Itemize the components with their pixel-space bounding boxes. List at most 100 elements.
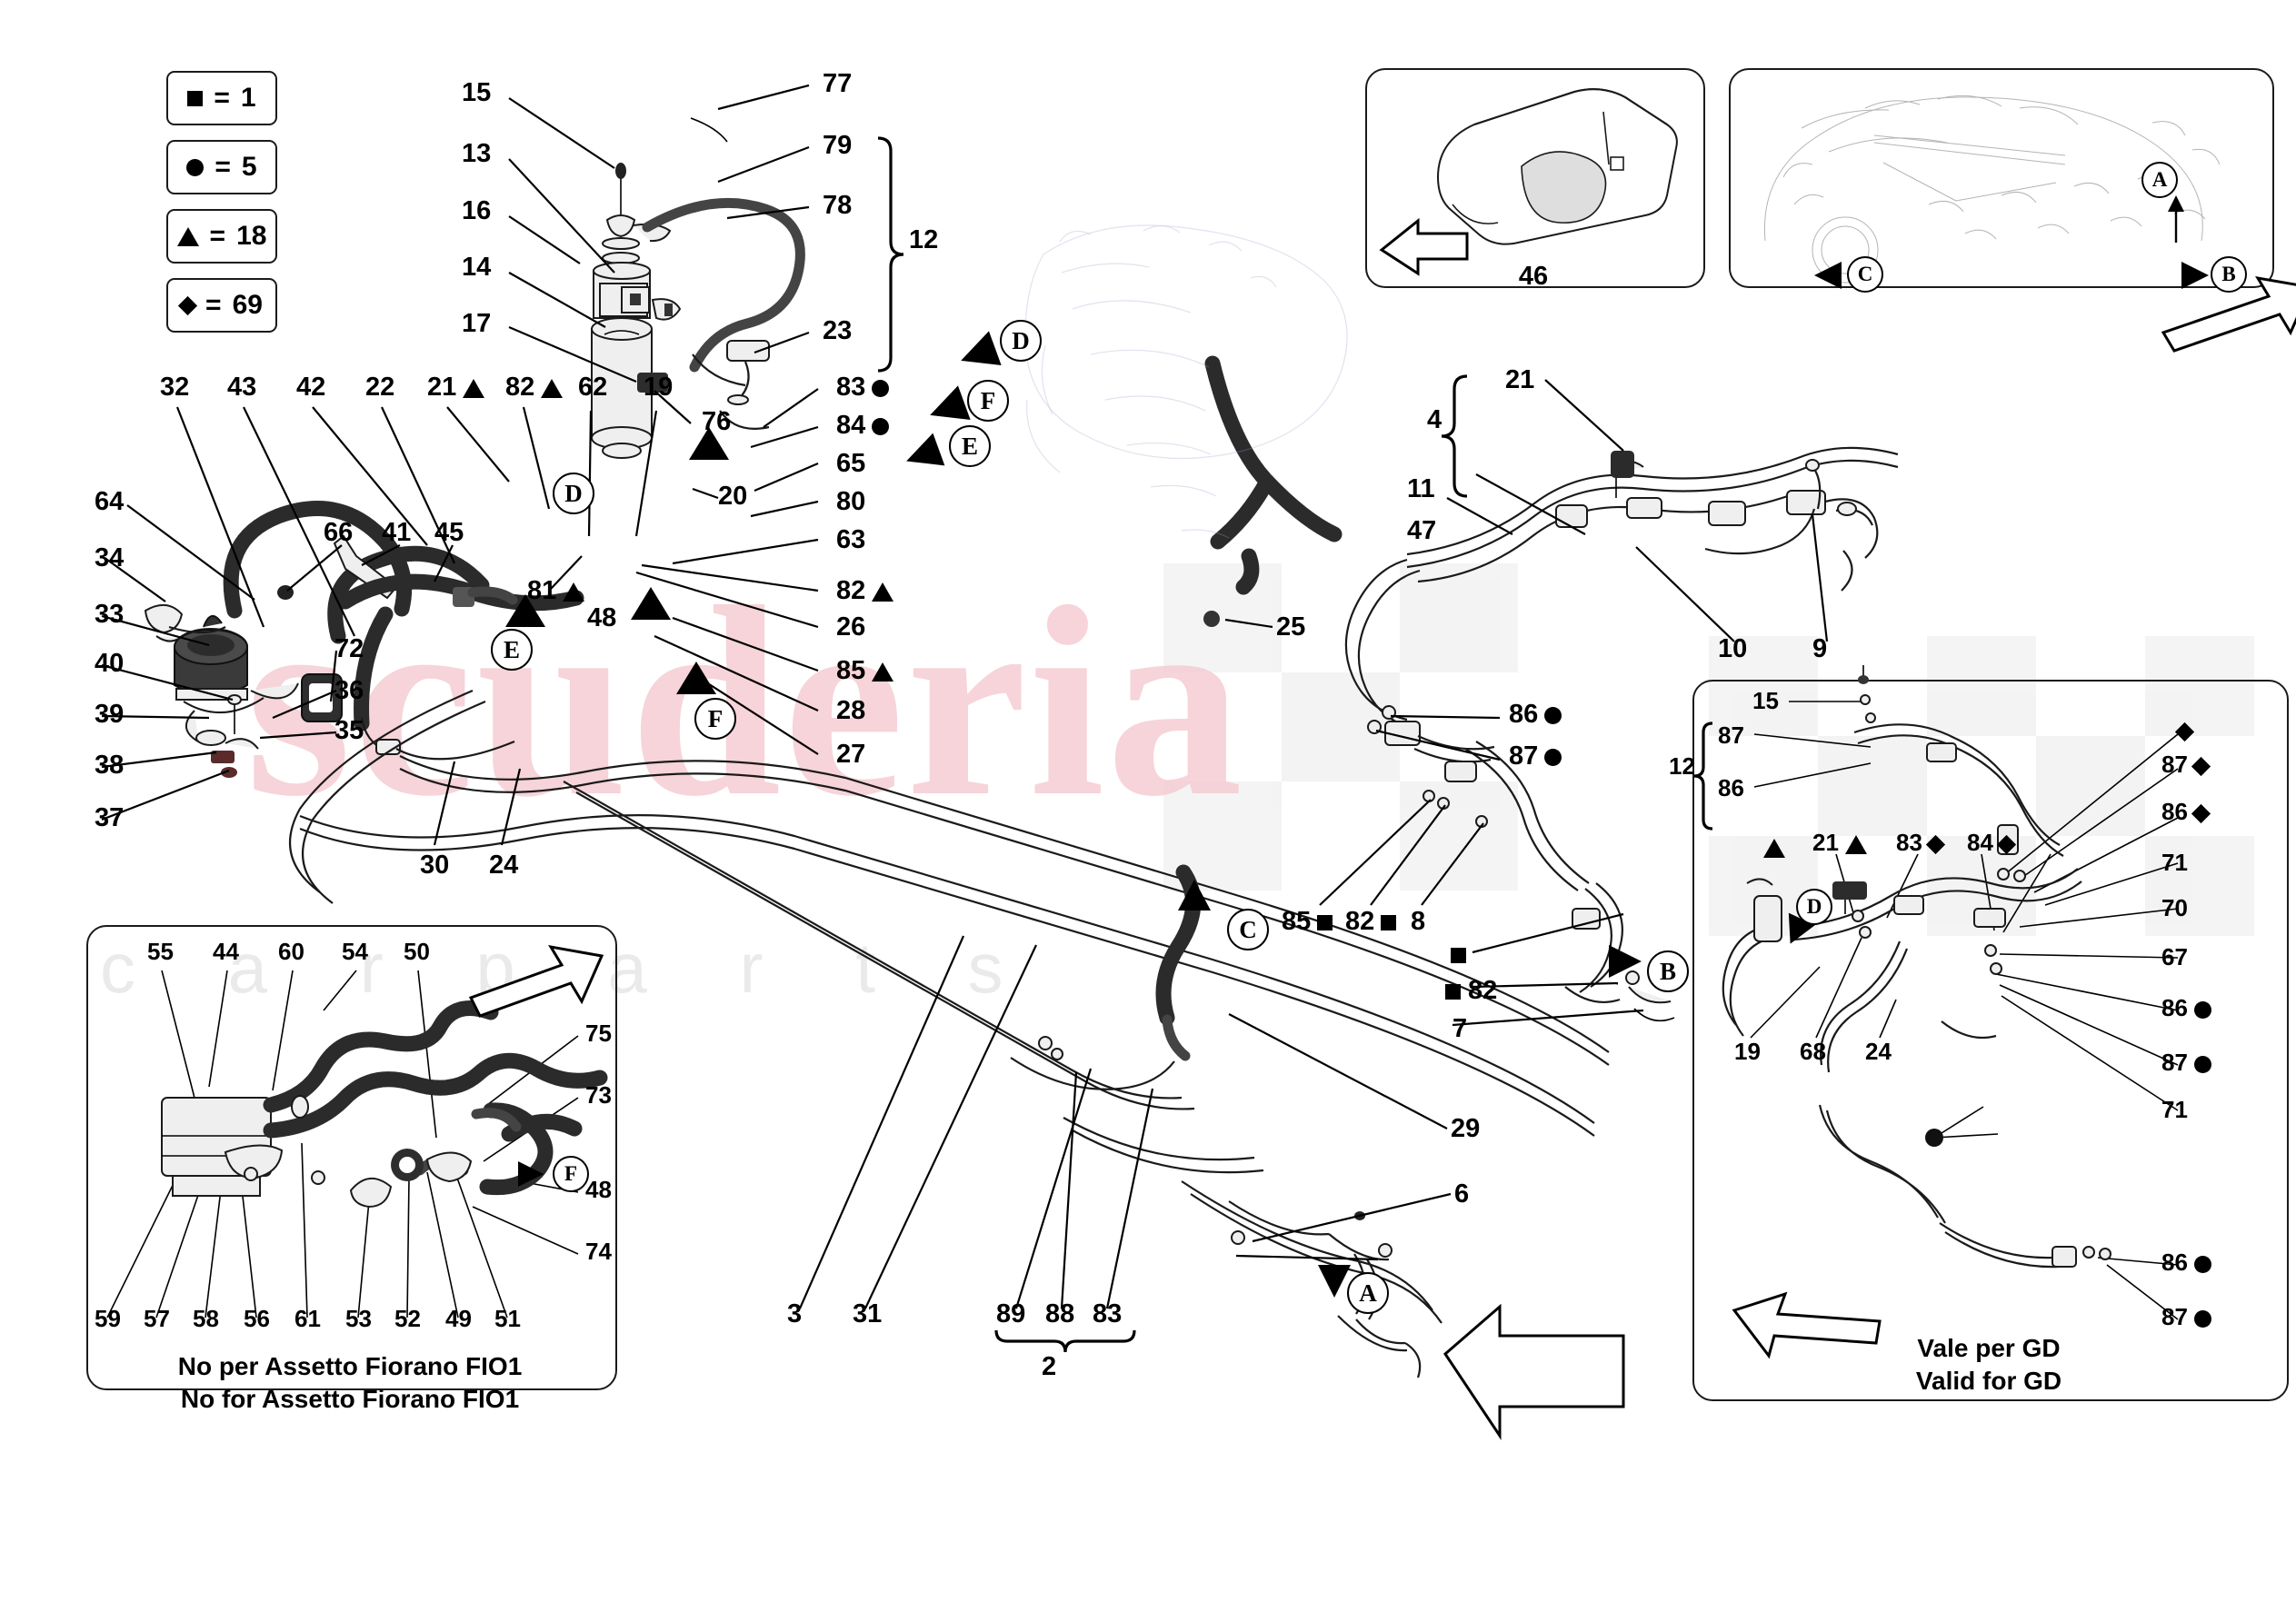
callout-7: 7 — [1452, 1014, 1468, 1043]
circle-marker — [2193, 1309, 2211, 1328]
callout-48: 48 — [587, 603, 617, 632]
gd-callout-86-circle-lower: 86 — [2161, 1250, 2211, 1274]
callout-82-square: 82 — [1345, 909, 1397, 935]
diamond-marker — [2191, 756, 2211, 776]
view-arrow-triangle-E — [505, 594, 545, 627]
circled-letter-B-inset: B — [2211, 256, 2247, 293]
triangle-marker — [563, 582, 585, 602]
view-arrow-triangle-81 — [631, 587, 671, 620]
diamond-marker — [1996, 834, 2017, 854]
callout-3: 3 — [787, 1299, 803, 1328]
gd-callout-87-circle-lower: 87 — [2161, 1305, 2211, 1328]
orientation-block-arrow-engine — [2161, 275, 2296, 353]
callout-66: 66 — [324, 518, 354, 547]
circle-marker — [1544, 748, 1562, 766]
callout-11: 11 — [1407, 474, 1435, 503]
callout-24: 24 — [489, 851, 519, 880]
callout-6: 6 — [1454, 1179, 1470, 1209]
circle-marker — [2193, 1055, 2211, 1073]
triangle-marker — [463, 378, 485, 398]
circled-letter-B-main: B — [1647, 950, 1689, 992]
gd-callout-21-triangle: 21 — [1812, 831, 1867, 854]
legend-equals: = — [215, 152, 231, 182]
fiorano-callout-48: 48 — [585, 1176, 612, 1203]
callout-88: 88 — [1045, 1299, 1075, 1328]
callout-19: 19 — [644, 373, 674, 402]
callout-43: 43 — [227, 373, 257, 402]
legend-value: 18 — [236, 221, 267, 251]
callout-36: 36 — [334, 676, 364, 705]
inset-panel-gd — [1692, 680, 2289, 1401]
fiorano-callout-52: 52 — [394, 1305, 421, 1332]
drier-assembly-art — [591, 117, 805, 459]
gd-callout-71-second: 71 — [2161, 1096, 2188, 1123]
circle-marker — [2193, 1000, 2211, 1019]
legend-value: 69 — [232, 290, 263, 320]
gd-callout-86: 86 — [1718, 774, 1744, 801]
triangle-marker — [541, 378, 564, 398]
legend-value: 5 — [241, 152, 257, 182]
fiorano-caption-it: No per Assetto Fiorano FIO1 — [177, 1352, 523, 1380]
gd-callout-67: 67 — [2161, 943, 2188, 970]
circled-letter-A-inset: A — [2141, 162, 2178, 198]
triangle-marker — [872, 582, 894, 602]
triangle-marker — [176, 226, 199, 246]
circle-marker — [872, 417, 890, 435]
gd-callout-19: 19 — [1734, 1038, 1761, 1065]
legend-equals: = — [209, 221, 226, 251]
callout-30: 30 — [420, 851, 450, 880]
circled-letter-D-main: D — [1000, 320, 1042, 362]
circled-letter-E-main: E — [949, 425, 991, 467]
callout-82-triangle-right: 82 — [836, 578, 894, 604]
circled-letter-D-left: D — [553, 473, 594, 514]
legend: = 1 = 5 = 18 = 69 — [166, 71, 277, 347]
bracket-label-12: 12 — [909, 225, 939, 254]
cover-artwork — [1379, 88, 1678, 276]
callout-82-triangle-top: 82 — [505, 374, 564, 401]
orientation-block-arrow-fiorano — [468, 944, 604, 1018]
gd-callout-86-diamond: 86 — [2161, 800, 2211, 823]
legend-row-triangle: = 18 — [166, 209, 277, 264]
callout-17: 17 — [462, 309, 492, 338]
callout-47: 47 — [1407, 516, 1437, 545]
diamond-marker — [1925, 834, 1946, 854]
callout-38: 38 — [95, 751, 125, 780]
watermark-scuderia: scuderia — [245, 551, 1245, 852]
callout-28: 28 — [836, 696, 866, 725]
callout-31: 31 — [853, 1299, 883, 1328]
callout-14: 14 — [462, 253, 492, 282]
legend-row-diamond: = 69 — [166, 278, 277, 333]
gd-callout-87-circle: 87 — [2161, 1050, 2211, 1074]
gd-caption-it: Vale per GD — [1917, 1334, 2061, 1362]
callout-80: 80 — [836, 487, 866, 516]
circle-marker — [186, 158, 205, 176]
callout-10: 10 — [1718, 634, 1748, 663]
circled-letter-F-main: F — [967, 380, 1009, 422]
callout-63: 63 — [836, 525, 866, 554]
gd-callout-68: 68 — [1800, 1038, 1826, 1065]
view-arrow-triangle-76 — [689, 427, 729, 460]
circled-letter-E-left: E — [491, 629, 533, 671]
inset-cover-label: 46 — [1518, 262, 1549, 291]
square-marker — [1381, 914, 1397, 930]
circle-marker — [2193, 1255, 2211, 1273]
callout-21-triangle: 21 — [427, 374, 485, 401]
callout-26: 26 — [836, 612, 866, 642]
fiorano-callout-57: 57 — [144, 1305, 170, 1332]
callout-62: 62 — [578, 373, 608, 402]
callout-89: 89 — [996, 1299, 1026, 1328]
engine-ghost-artwork — [1763, 95, 2221, 284]
gd-marker-triangle-solo — [1763, 834, 1785, 858]
square-marker — [187, 90, 204, 106]
fiorano-callout-59: 59 — [95, 1305, 121, 1332]
callout-29: 29 — [1451, 1114, 1481, 1143]
gd-callout-84-diamond: 84 — [1967, 831, 2017, 854]
callout-15: 15 — [462, 78, 492, 107]
callout-78: 78 — [823, 191, 853, 220]
gd-callout-71: 71 — [2161, 849, 2188, 876]
fiorano-callout-73: 73 — [585, 1081, 612, 1109]
fiorano-callout-44: 44 — [213, 938, 239, 965]
circled-letter-C-main: C — [1227, 909, 1269, 950]
callout-39: 39 — [95, 700, 125, 729]
circle-marker — [1544, 706, 1562, 724]
